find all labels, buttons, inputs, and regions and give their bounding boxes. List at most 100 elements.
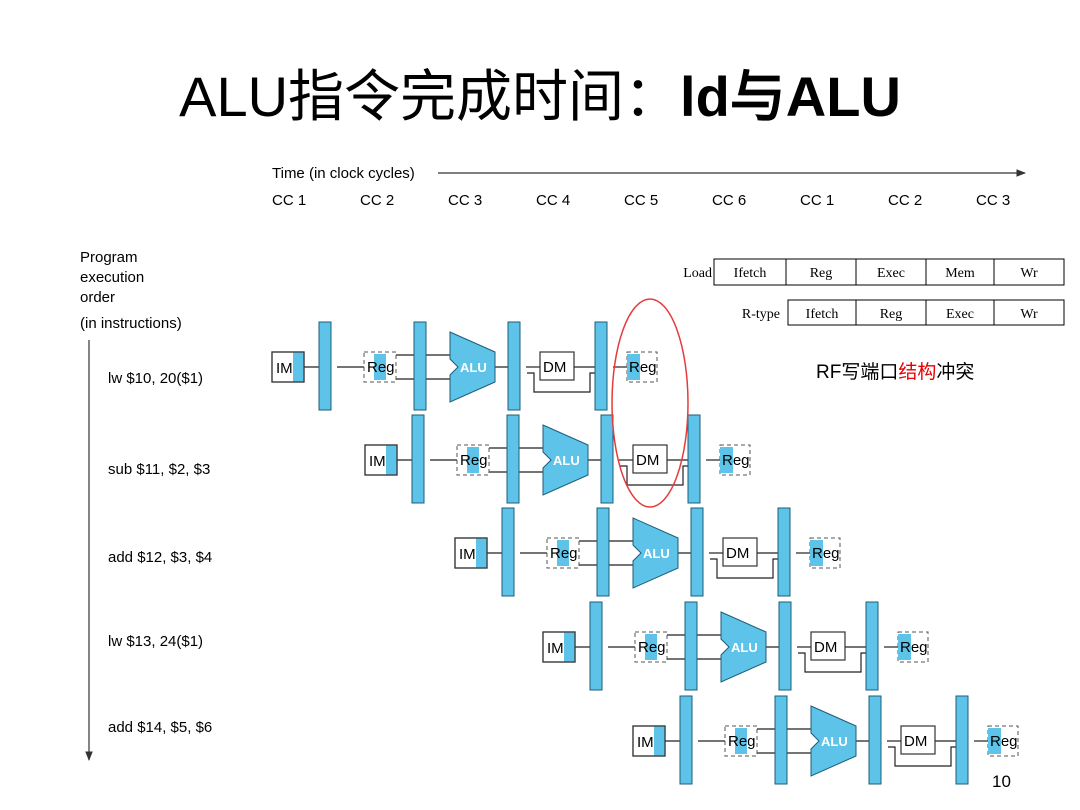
wire — [888, 746, 962, 767]
alu-label: ALU — [553, 453, 580, 468]
instruction-label: sub $11, $2, $3 — [108, 461, 210, 478]
pipeline-register — [589, 601, 603, 691]
im-label: IM — [637, 734, 654, 751]
reg-shade — [735, 728, 747, 754]
alu-shape — [632, 517, 679, 589]
alu-label: ALU — [643, 546, 670, 561]
instruction-label: add $12, $3, $4 — [108, 549, 212, 566]
im-border — [632, 725, 666, 757]
title-plain: ALU指令完成时间： — [179, 65, 681, 128]
load-stage-cell — [993, 258, 1065, 286]
cycle-label: CC 3 — [976, 192, 1010, 209]
reg-write-shade — [627, 354, 640, 380]
wire — [527, 372, 601, 393]
rtype-stage-table: R-type Ifetch Reg Exec Wr — [742, 299, 1065, 326]
cycle-label: CC 4 — [536, 192, 570, 209]
cycle-label: CC 1 — [800, 192, 834, 209]
reg-write-shade — [810, 540, 823, 566]
instruction-label: lw $10, 20($1) — [108, 370, 203, 387]
wire — [798, 652, 872, 673]
cycle-label: CC 3 — [448, 192, 482, 209]
im-border — [271, 351, 305, 383]
pipeline-register — [955, 695, 969, 785]
pipeline-register — [868, 695, 882, 785]
im-label: IM — [547, 640, 564, 657]
load-stage-text: Exec — [877, 266, 905, 281]
reg-label: Reg — [367, 359, 395, 376]
rtype-label: R-type — [742, 307, 780, 322]
im-border — [542, 631, 576, 663]
im-shade — [564, 632, 575, 662]
rtype-stage-text: Ifetch — [806, 307, 839, 322]
program-order-label: Program execution order (in instructions… — [80, 249, 182, 332]
dm-label: DM — [543, 359, 566, 376]
pipeline-register — [318, 321, 332, 411]
pipeline-register — [506, 414, 520, 504]
time-axis-label: Time (in clock cycles) — [272, 165, 415, 182]
pipeline-register — [501, 507, 515, 597]
load-stage-text: Reg — [810, 266, 833, 281]
cycle-label: CC 1 — [272, 192, 306, 209]
im-label: IM — [369, 453, 386, 470]
pipeline-register — [594, 321, 608, 411]
reg-label: Reg — [550, 545, 578, 562]
alu-label: ALU — [731, 640, 758, 655]
reg-write-label: Reg — [812, 545, 840, 562]
load-stage-text: Mem — [945, 266, 975, 281]
reg-write-shade — [988, 728, 1001, 754]
im-shade — [293, 352, 304, 382]
dm-box — [900, 725, 936, 755]
reg-label: Reg — [460, 452, 488, 469]
reg-shade — [645, 634, 657, 660]
alu-shape — [542, 424, 589, 496]
im-shade — [476, 538, 487, 568]
dm-box — [632, 444, 668, 474]
pipeline-row: IM Reg ALU DM Reg — [271, 321, 658, 411]
reg-write-shade — [898, 634, 911, 660]
im-shade — [386, 445, 397, 475]
program-order-line: Program — [80, 249, 138, 266]
program-order-line: (in instructions) — [80, 315, 182, 332]
reg-write-label: Reg — [629, 359, 657, 376]
rtype-stage-cell — [993, 299, 1065, 326]
instruction-labels: lw $10, 20($1) sub $11, $2, $3 add $12, … — [108, 370, 212, 736]
rtype-stage-text: Wr — [1020, 307, 1038, 322]
pipeline-register — [774, 695, 788, 785]
load-stage-text: Wr — [1020, 266, 1038, 281]
pipeline-row: IM Reg ALU DM Reg — [454, 507, 841, 597]
pipeline-register — [777, 507, 791, 597]
cycle-label: CC 2 — [888, 192, 922, 209]
alu-label: ALU — [460, 360, 487, 375]
pipeline-register — [507, 321, 521, 411]
im-label: IM — [276, 360, 293, 377]
dm-box — [539, 351, 575, 381]
pipeline-register — [684, 601, 698, 691]
pipeline-register — [690, 507, 704, 597]
im-label: IM — [459, 546, 476, 563]
pipeline-register — [687, 414, 701, 504]
slide-title: ALU指令完成时间：ld与ALU — [0, 62, 1080, 132]
wire — [620, 465, 694, 486]
load-label: Load — [683, 266, 712, 281]
im-border — [364, 444, 398, 476]
pipeline-register — [865, 601, 879, 691]
dm-label: DM — [726, 545, 749, 562]
note-prefix: RF写端口 — [816, 361, 898, 383]
alu-shape — [720, 611, 767, 683]
reg-write-label: Reg — [990, 733, 1018, 750]
load-stage-text: Ifetch — [734, 266, 767, 281]
dm-label: DM — [814, 639, 837, 656]
reg-shade — [467, 447, 479, 473]
alu-label: ALU — [821, 734, 848, 749]
pipeline-register — [600, 414, 614, 504]
dm-box — [810, 631, 846, 661]
reg-shade — [557, 540, 569, 566]
alu-shape — [810, 705, 857, 777]
hazard-ellipse — [611, 298, 689, 508]
cycle-label: CC 5 — [624, 192, 658, 209]
pipeline-register — [778, 601, 792, 691]
